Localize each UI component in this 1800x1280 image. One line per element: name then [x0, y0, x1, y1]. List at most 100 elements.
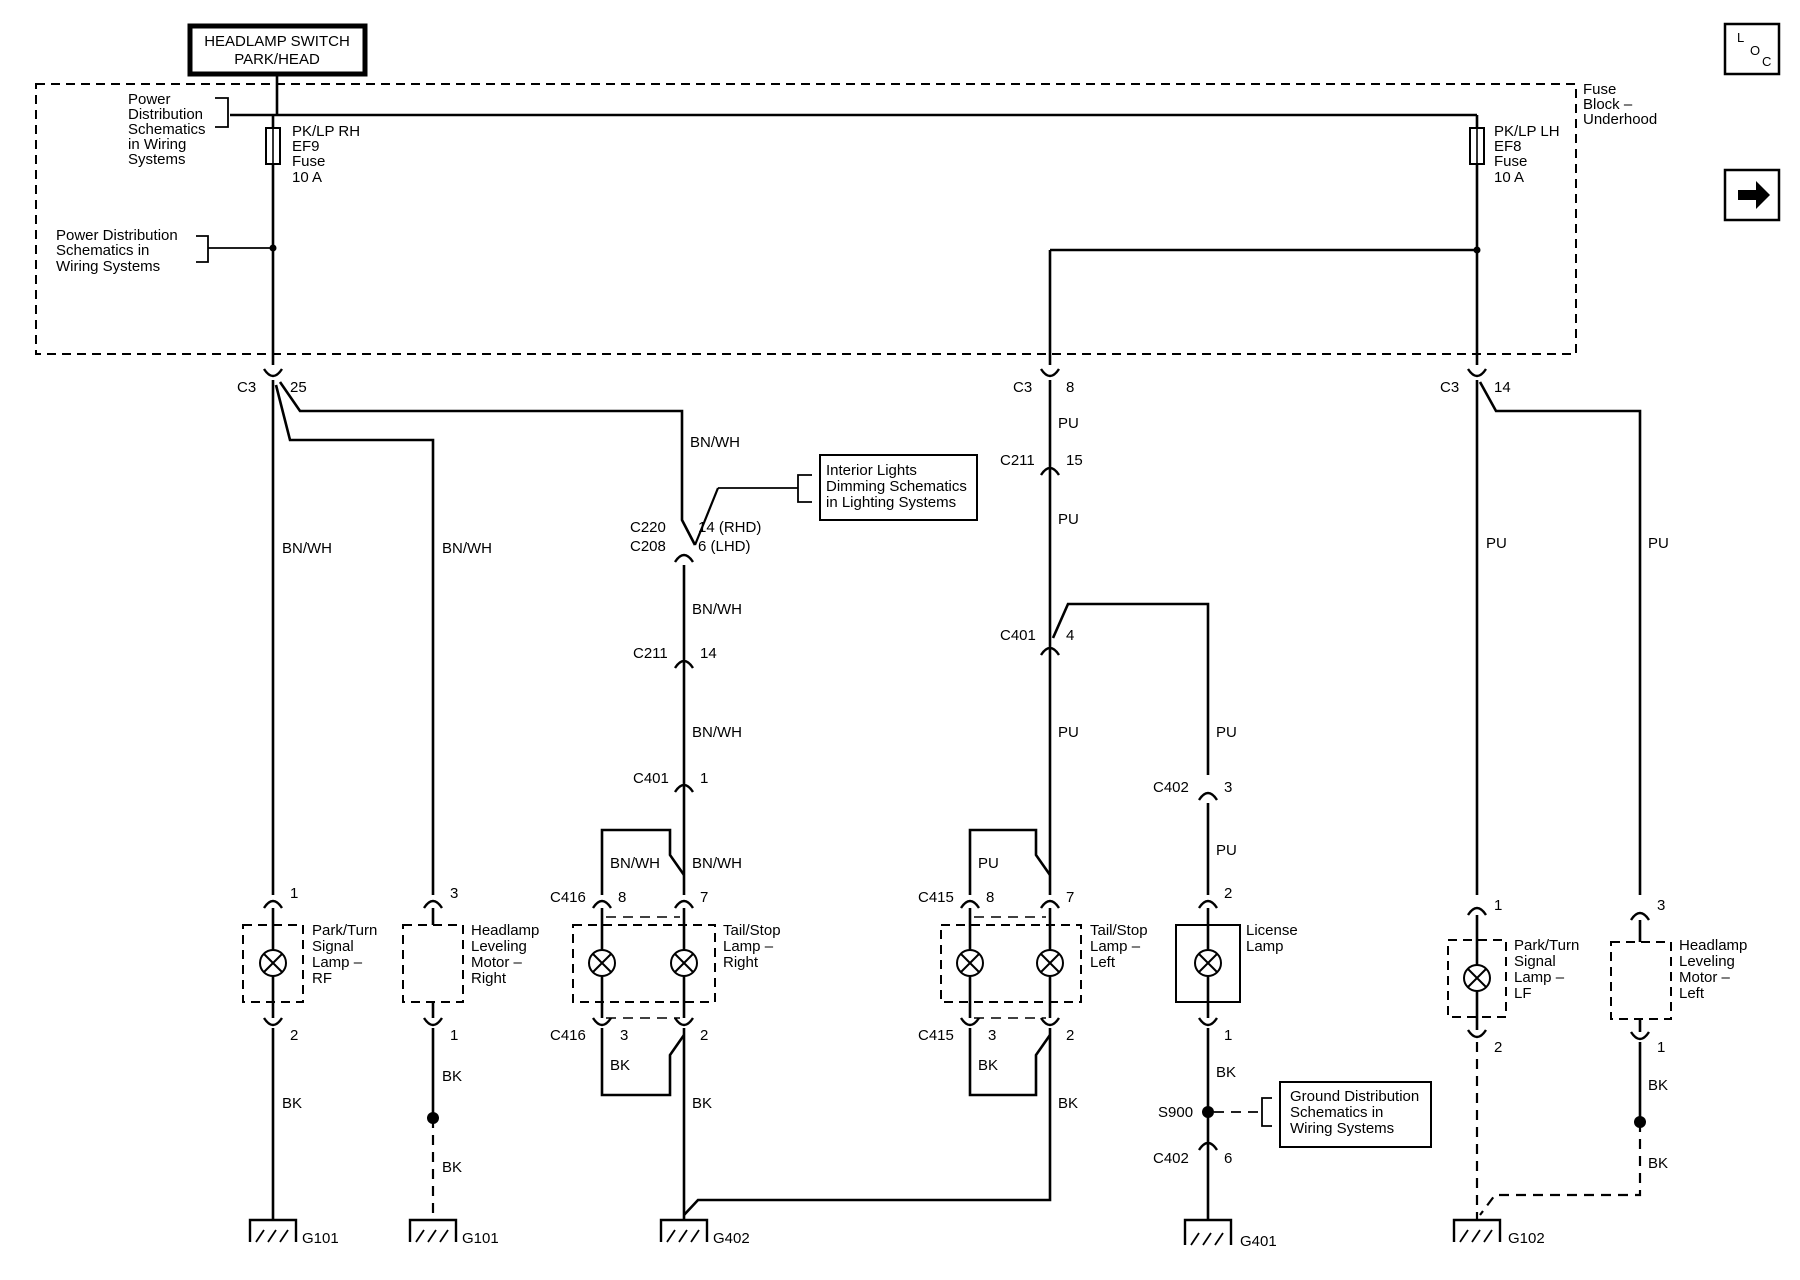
svg-text:C3: C3 [1013, 379, 1032, 396]
fuse-rh-label: PK/LP RH EF9 Fuse 10 A [292, 123, 360, 186]
svg-text:PK/LP LH: PK/LP LH [1494, 123, 1560, 140]
svg-text:3: 3 [988, 1027, 996, 1044]
svg-text:Underhood: Underhood [1583, 111, 1657, 128]
tail-stop-lamp-left: C415 8 7 C415 3 2 Tail/Stop Lamp – Left [918, 889, 1148, 1044]
svg-text:Signal: Signal [312, 938, 354, 955]
wire-label-bk-2: BK [692, 1095, 712, 1112]
svg-text:Wiring Systems: Wiring Systems [1290, 1120, 1394, 1137]
svg-text:Park/Turn: Park/Turn [1514, 937, 1579, 954]
svg-text:Fuse: Fuse [1494, 153, 1527, 170]
svg-text:Schematics in: Schematics in [56, 242, 149, 259]
svg-text:7: 7 [1066, 889, 1074, 906]
svg-text:8: 8 [986, 889, 994, 906]
svg-text:Distribution: Distribution [128, 106, 203, 123]
svg-text:G401: G401 [1240, 1233, 1277, 1250]
wire-label-bnwh-5: BN/WH [692, 724, 742, 741]
c211-14-connector: C211 14 [633, 645, 717, 669]
wire-label-bnwh-4: BN/WH [692, 601, 742, 618]
ground-g101-rf: G101 [248, 1218, 339, 1247]
svg-text:Systems: Systems [128, 151, 186, 168]
wire-label-pu-3: PU [1058, 724, 1079, 741]
svg-text:25: 25 [290, 379, 307, 396]
headlamp-switch-label-1: HEADLAMP SWITCH [204, 33, 350, 50]
wire-label-pu-2: PU [1058, 511, 1079, 528]
svg-text:Tail/Stop: Tail/Stop [1090, 922, 1148, 939]
c220-c208-connector: C220 C208 14 (RHD) 6 (LHD) [630, 519, 761, 563]
svg-text:G101: G101 [302, 1230, 339, 1247]
wire-label-pu-8: PU [1648, 535, 1669, 552]
svg-text:Leveling: Leveling [1679, 953, 1735, 970]
svg-text:Lamp –: Lamp – [723, 938, 774, 955]
svg-text:G102: G102 [1508, 1230, 1545, 1247]
wire-label-bnwh-3: BN/WH [690, 434, 740, 451]
svg-text:C416: C416 [550, 1027, 586, 1044]
svg-text:C211: C211 [1000, 452, 1035, 469]
svg-text:in Wiring: in Wiring [128, 136, 186, 153]
svg-text:C211: C211 [633, 645, 668, 662]
svg-text:Right: Right [471, 970, 507, 987]
svg-text:C: C [1762, 54, 1771, 69]
fuse-block-outline [35, 83, 1577, 355]
svg-text:1: 1 [700, 770, 708, 787]
svg-text:2: 2 [1066, 1027, 1074, 1044]
svg-text:3: 3 [450, 885, 458, 902]
svg-text:3: 3 [1224, 779, 1232, 796]
park-turn-lamp-rf: 1 2 Park/Turn Signal Lamp – RF [242, 885, 377, 1044]
svg-text:1: 1 [450, 1027, 458, 1044]
license-lamp: 2 1 License Lamp [1175, 885, 1298, 1044]
loc-icon[interactable]: L O C [1723, 22, 1781, 76]
svg-text:Motor –: Motor – [471, 954, 523, 971]
svg-text:Schematics: Schematics [128, 121, 206, 138]
svg-text:C416: C416 [550, 889, 586, 906]
svg-text:Wiring Systems: Wiring Systems [56, 258, 160, 275]
svg-text:C401: C401 [633, 770, 669, 787]
svg-text:G101: G101 [462, 1230, 499, 1247]
c211-15-connector: C211 15 [1000, 452, 1083, 476]
c402-6-connector: C402 6 [1153, 1141, 1232, 1167]
svg-text:Fuse: Fuse [1583, 81, 1616, 98]
svg-text:1: 1 [1224, 1027, 1232, 1044]
wire-label-bk-4: BK [442, 1068, 462, 1085]
headlamp-switch: HEADLAMP SWITCH PARK/HEAD [187, 23, 368, 77]
park-turn-lamp-lf: 1 2 Park/Turn Signal Lamp – LF [1447, 897, 1579, 1056]
s900-splice-label: S900 [1158, 1104, 1193, 1121]
ground-g101-leveling: G101 [408, 1218, 499, 1247]
wire-label-bnwh-1: BN/WH [282, 540, 332, 557]
c401-4-connector: C401 4 [1000, 627, 1074, 656]
interior-lights-ref: Interior Lights Dimming Schematics in Li… [693, 454, 978, 546]
svg-text:3: 3 [620, 1027, 628, 1044]
wire-label-bnwh-6: BN/WH [610, 855, 660, 872]
svg-text:3: 3 [1657, 897, 1665, 914]
headlamp-leveling-motor-right: 3 1 Headlamp Leveling Motor – Right [402, 885, 539, 1044]
tail-stop-lamp-right: C416 8 7 C416 3 2 Tail/Stop Lamp – Right [550, 889, 781, 1044]
wire-label-bk-10: BK [1648, 1155, 1668, 1172]
power-bus [196, 74, 1485, 365]
svg-text:2: 2 [290, 1027, 298, 1044]
fuse-block-label: Fuse Block – Underhood [1583, 81, 1657, 128]
svg-text:PK/LP RH: PK/LP RH [292, 123, 360, 140]
c402-3-connector: C402 3 [1153, 779, 1232, 801]
svg-text:Block –: Block – [1583, 96, 1633, 113]
wire-label-bk-7: BK [1058, 1095, 1078, 1112]
headlamp-switch-label-2: PARK/HEAD [234, 51, 320, 68]
svg-text:10 A: 10 A [1494, 169, 1524, 186]
svg-text:Motor –: Motor – [1679, 969, 1731, 986]
wire-label-bk-1: BK [610, 1057, 630, 1074]
svg-text:C3: C3 [237, 379, 256, 396]
svg-text:15: 15 [1066, 452, 1083, 469]
svg-text:C208: C208 [630, 538, 666, 555]
wire-label-pu-4: PU [1216, 724, 1237, 741]
svg-text:Power Distribution: Power Distribution [56, 227, 178, 244]
svg-text:8: 8 [1066, 379, 1074, 396]
svg-text:L: L [1737, 30, 1744, 45]
svg-text:10 A: 10 A [292, 169, 322, 186]
wire-label-bnwh-7: BN/WH [692, 855, 742, 872]
next-page-arrow-icon[interactable] [1723, 168, 1781, 222]
svg-text:6: 6 [1224, 1150, 1232, 1167]
svg-text:8: 8 [618, 889, 626, 906]
wire-label-bnwh-2: BN/WH [442, 540, 492, 557]
svg-text:Leveling: Leveling [471, 938, 527, 955]
svg-text:Headlamp: Headlamp [1679, 937, 1747, 954]
ground-g102: G102 [1452, 1218, 1545, 1247]
